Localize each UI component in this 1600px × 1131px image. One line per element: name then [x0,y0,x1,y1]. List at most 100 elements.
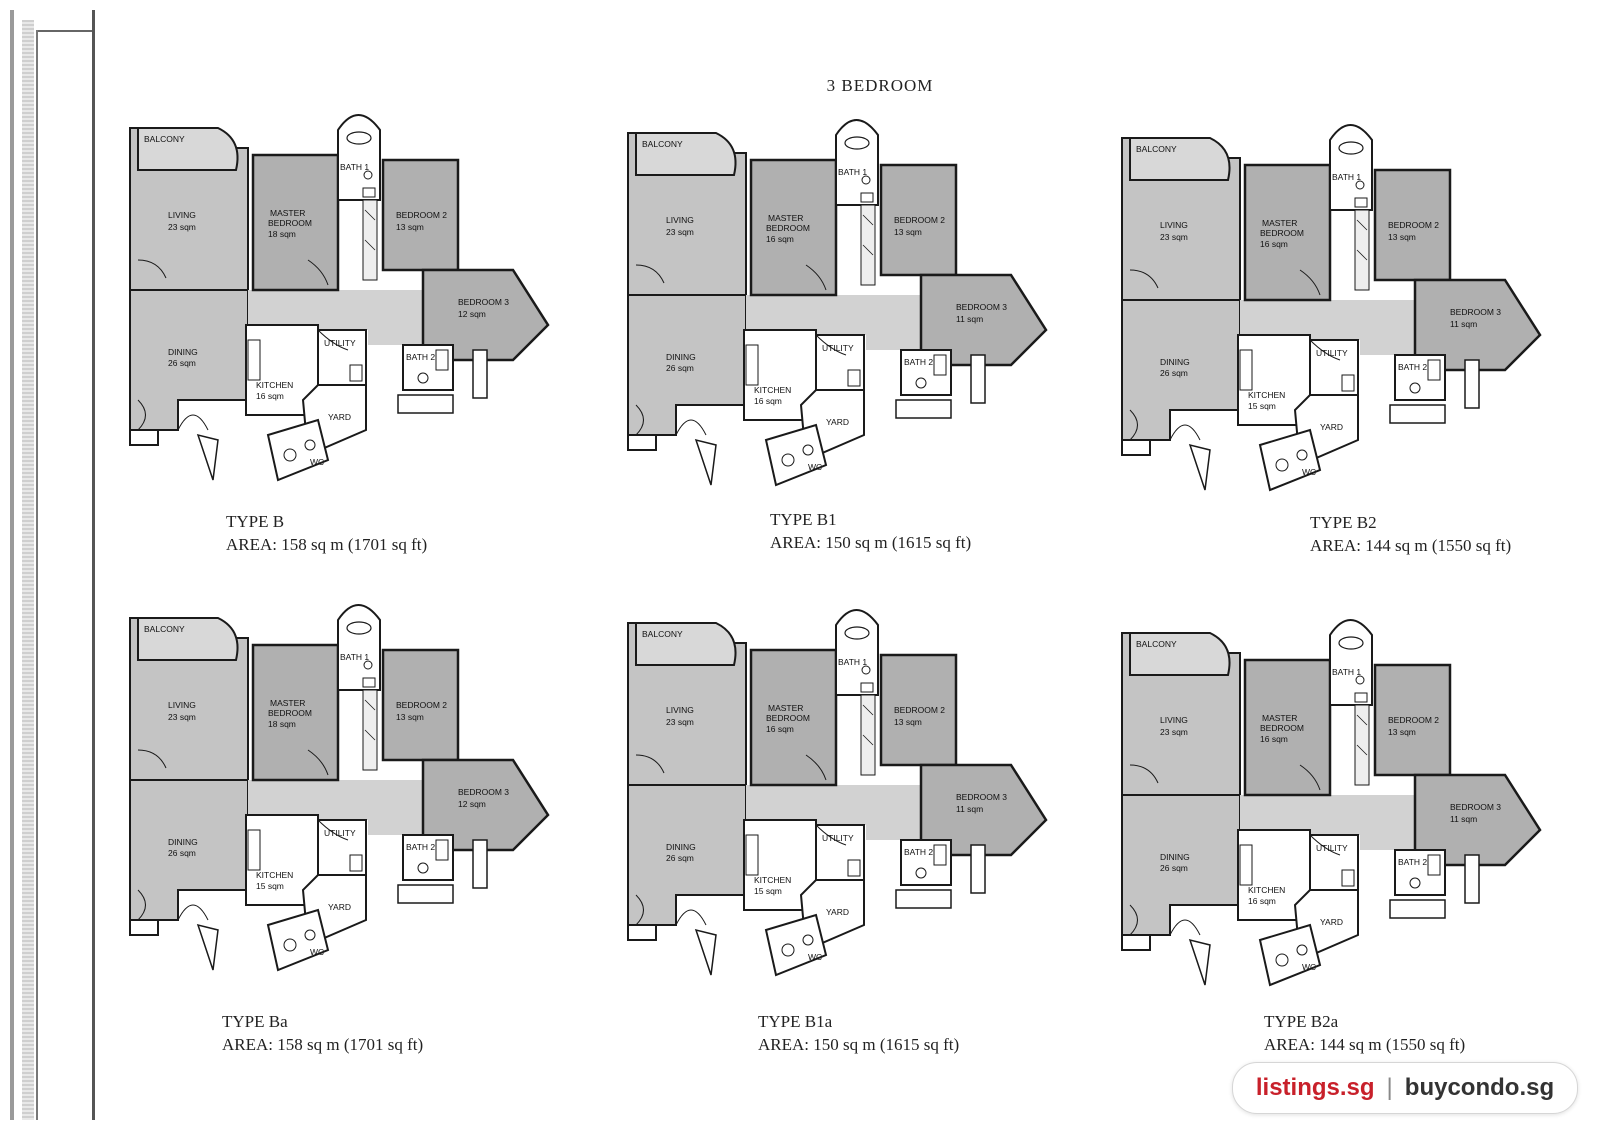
bath2-area [900,839,952,886]
unit-type-label: TYPE B1 [770,510,837,529]
wc-area [764,913,828,977]
utility-label: UTILITY [1316,843,1348,853]
bath1-area [1329,619,1373,706]
utility-label: UTILITY [1316,348,1348,358]
bath1-label: BATH 1 [340,652,369,662]
bedroom2-label: BEDROOM 2 [1388,220,1439,230]
caption-type-b: TYPE B AREA: 158 sq m (1701 sq ft) [226,510,427,556]
unit-type-label: TYPE B2 [1310,513,1377,532]
bedroom2-label: BEDROOM 2 [1388,715,1439,725]
watermark-separator: | [1386,1074,1393,1101]
living-size-label: 23 sqm [1160,727,1188,737]
wc-area [1258,923,1322,987]
dining-label: DINING [168,347,198,357]
scanned-page-binding-edge [0,0,100,1131]
kitchen-size-label: 16 sqm [754,396,782,406]
bedroom3-size-label: 12 sqm [458,309,486,319]
master-bedroom-label-2: BEDROOM [268,218,312,228]
yard-label: YARD [1320,422,1343,432]
corridor [248,290,438,345]
yard-label: YARD [826,417,849,427]
unit-type-label: TYPE B2a [1264,1012,1339,1031]
bedroom2-label: BEDROOM 2 [894,705,945,715]
yard-label: YARD [826,907,849,917]
master-bedroom-size-label: 16 sqm [766,234,794,244]
floor-plan-type-b1: BALCONY LIVING 23 sqm MASTER BEDROOM 16 … [616,105,1076,505]
bath2-label: BATH 2 [1398,857,1427,867]
unit-area-label: AREA: 158 sq m (1701 sq ft) [222,1035,424,1054]
kitchen-size-label: 15 sqm [256,881,284,891]
bath1-label: BATH 1 [838,167,867,177]
unit-type-label: TYPE B1a [758,1012,833,1031]
master-bedroom-area [1243,658,1332,797]
living-size-label: 23 sqm [1160,232,1188,242]
master-bedroom-label-2: BEDROOM [766,223,810,233]
balcony-label: BALCONY [642,139,683,149]
bedroom2-size-label: 13 sqm [396,712,424,722]
kitchen-label: KITCHEN [256,380,293,390]
watermark-buycondo-link[interactable]: buycondo.sg [1404,1074,1555,1101]
wc-area [1258,428,1322,492]
master-bedroom-size-label: 16 sqm [766,724,794,734]
master-bedroom-label: MASTER [1262,218,1297,228]
bedroom2-label: BEDROOM 2 [396,700,447,710]
unit-area-label: AREA: 150 sq m (1615 sq ft) [758,1035,960,1054]
kitchen-label: KITCHEN [1248,885,1285,895]
kitchen-label: KITCHEN [256,870,293,880]
balcony-label: BALCONY [1136,144,1177,154]
corridor [248,780,438,835]
bath2-label: BATH 2 [904,357,933,367]
dining-size-label: 26 sqm [168,848,196,858]
bedroom2-label: BEDROOM 2 [396,210,447,220]
unit-type-label: TYPE B [226,512,285,531]
bedroom2-size-label: 13 sqm [894,227,922,237]
caption-type-b2: TYPE B2 AREA: 144 sq m (1550 sq ft) [1310,511,1511,557]
watermark-listings-link[interactable]: listings.sg [1255,1074,1375,1101]
bath1-area [337,114,381,201]
balcony-area [137,127,239,171]
caption-type-b2a: TYPE B2a AREA: 144 sq m (1550 sq ft) [1264,1010,1465,1056]
balcony-label: BALCONY [144,134,185,144]
master-bedroom-area [749,648,838,787]
bath1-label: BATH 1 [838,657,867,667]
utility-label: UTILITY [822,343,854,353]
bath2-label: BATH 2 [406,352,435,362]
bath1-area [337,604,381,691]
caption-type-ba: TYPE Ba AREA: 158 sq m (1701 sq ft) [222,1010,423,1056]
living-size-label: 23 sqm [666,227,694,237]
bedroom2-size-label: 13 sqm [1388,727,1416,737]
bedroom3-size-label: 11 sqm [1450,319,1477,329]
page-title: 3 BEDROOM [826,76,934,95]
wc-label: WC [1302,962,1316,972]
living-label: LIVING [1160,715,1188,725]
unit-type-label: TYPE Ba [222,1012,288,1031]
corridor [1240,300,1430,355]
wc-area [266,908,330,972]
yard-label: YARD [328,902,351,912]
dining-size-label: 26 sqm [168,358,196,368]
unit-area-label: AREA: 150 sq m (1615 sq ft) [770,533,972,552]
balcony-area [635,622,737,666]
dining-size-label: 26 sqm [1160,368,1188,378]
master-bedroom-label: MASTER [768,703,803,713]
bedroom3-label: BEDROOM 3 [1450,307,1501,317]
utility-label: UTILITY [324,828,356,838]
balcony-area [635,132,737,176]
kitchen-size-label: 15 sqm [754,886,782,896]
master-bedroom-label: MASTER [270,208,305,218]
master-bedroom-area [251,153,340,292]
bath2-label: BATH 2 [1398,362,1427,372]
wc-label: WC [808,952,822,962]
dining-size-label: 26 sqm [666,853,694,863]
living-label: LIVING [666,705,694,715]
floor-plan-type-b1a: BALCONY LIVING 23 sqm MASTER BEDROOM 16 … [616,595,1076,995]
floor-plan-type-ba: BALCONY LIVING 23 sqm MASTER BEDROOM 18 … [118,590,578,990]
bath2-label: BATH 2 [406,842,435,852]
utility-label: UTILITY [822,833,854,843]
watermark-badge[interactable]: listings.sg | buycondo.sg [1232,1062,1578,1114]
dining-label: DINING [168,837,198,847]
wc-label: WC [310,947,324,957]
unit-area-label: AREA: 158 sq m (1701 sq ft) [226,535,428,554]
bedroom3-size-label: 11 sqm [956,314,983,324]
bath1-area [835,119,879,206]
